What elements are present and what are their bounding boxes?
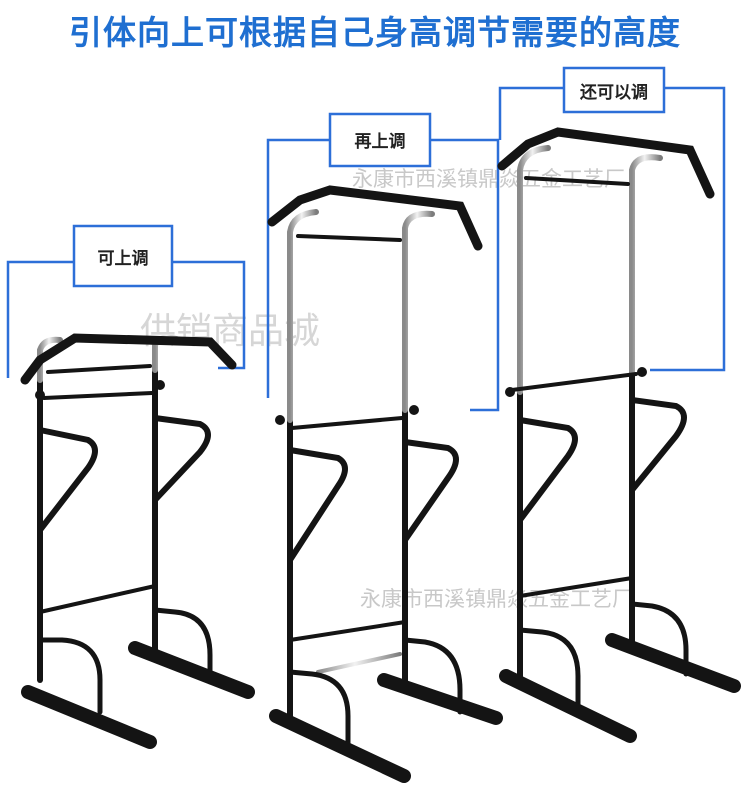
pull-up-stand-medium [267, 185, 503, 783]
callout-right: 还可以调 [498, 66, 726, 372]
headline: 引体向上可根据自己身高调节需要的高度 [69, 13, 681, 52]
callout-right-label: 还可以调 [579, 83, 648, 103]
callout-left: 可上调 [6, 224, 246, 378]
callout-left-label: 可上调 [98, 249, 149, 269]
watermark-bottom: 永康市西溪镇鼎焱五金工艺厂 [360, 587, 633, 611]
callout-middle: 再上调 [266, 112, 500, 412]
pull-up-stand-low [20, 333, 255, 749]
watermark-top: 永康市西溪镇鼎焱五金工艺厂 [352, 167, 625, 191]
pull-up-stand-high [497, 127, 741, 743]
callout-middle-label: 再上调 [355, 132, 406, 152]
watermark-center: 供销商品城 [140, 311, 320, 352]
